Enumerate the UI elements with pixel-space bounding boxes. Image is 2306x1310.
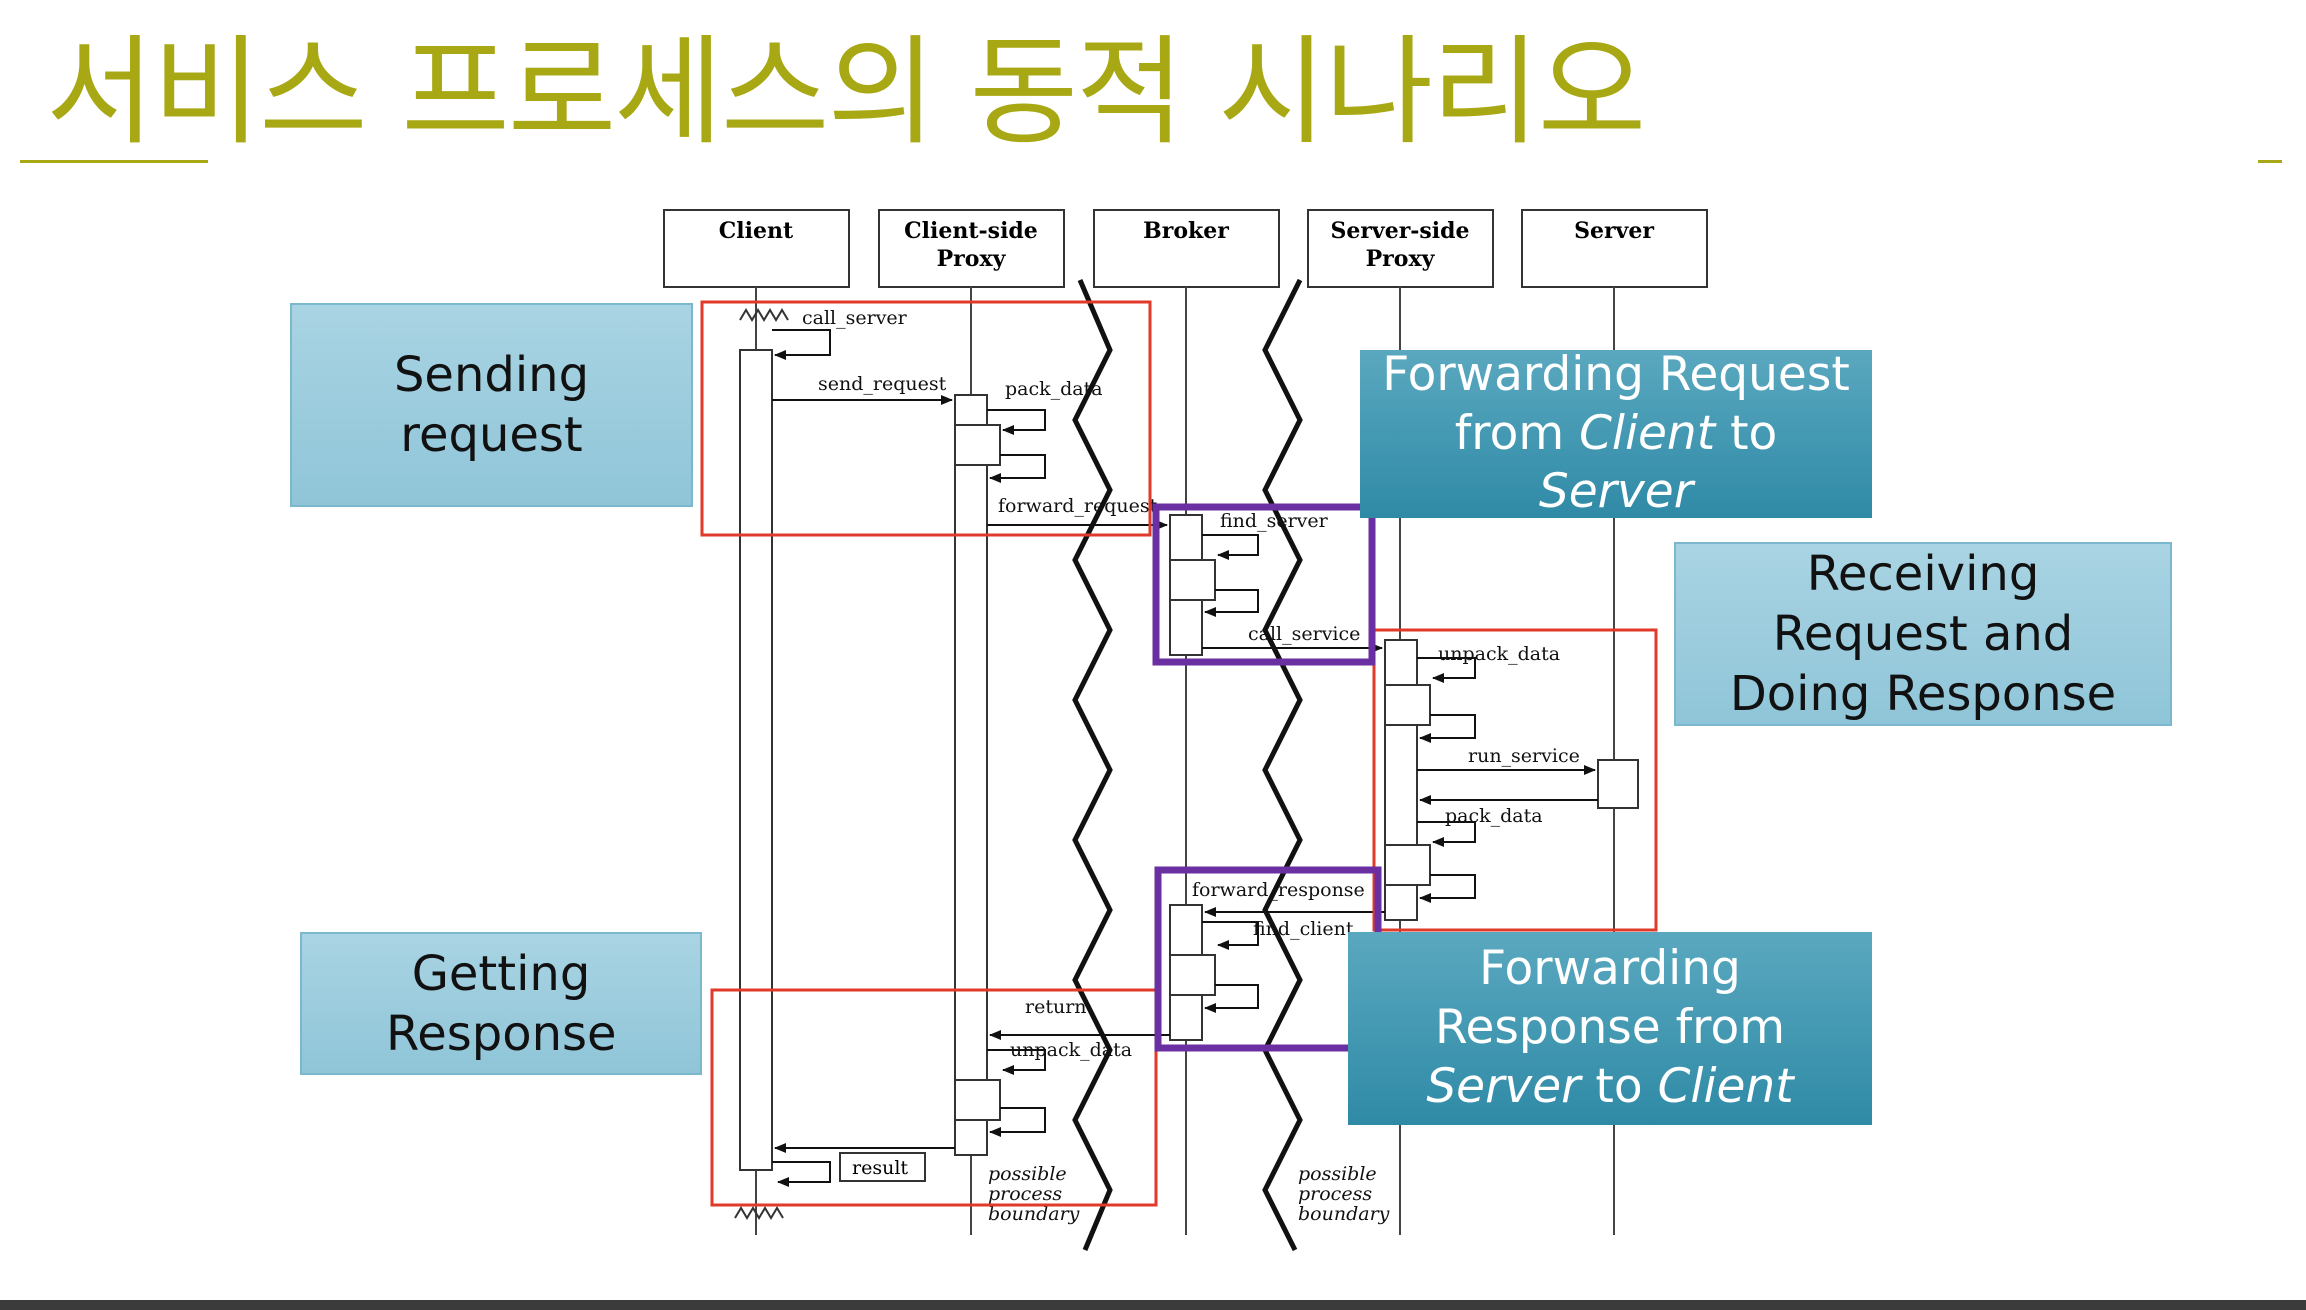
process-boundary-left [1072, 279, 1113, 1251]
forwarding-request-highlight [1152, 503, 1376, 666]
title-underline [20, 160, 208, 163]
svg-text:Proxy: Proxy [937, 246, 1007, 272]
svg-text:process: process [988, 1183, 1062, 1205]
svg-text:process: process [1298, 1183, 1372, 1205]
participant-label: Client-side [904, 218, 1038, 244]
msg-pack-data: pack_data [1005, 378, 1103, 400]
callout-forwarding-response: Forwarding Response from Server to Clien… [1348, 932, 1872, 1125]
msg-run-service: run_service [1468, 745, 1580, 767]
callout-receiving-request: Receiving Request and Doing Response [1674, 542, 2172, 726]
svg-text:boundary: boundary [988, 1203, 1080, 1225]
participant-label: Server [1574, 218, 1654, 244]
participant-server: Server [1521, 209, 1708, 288]
msg-forward-response: forward_response [1192, 879, 1365, 901]
svg-text:possible: possible [1298, 1163, 1377, 1185]
boundary-labels: possible process boundary possible proce… [988, 1163, 1390, 1225]
message-arrows [772, 329, 1598, 1187]
participant-broker: Broker [1093, 209, 1280, 288]
page-title: 서비스 프로세스의 동적 시나리오 [46, 23, 1646, 161]
msg-return: return [1025, 996, 1087, 1018]
participant-server-side-proxy: Server-side Proxy [1307, 209, 1494, 288]
participant-label: Broker [1143, 218, 1229, 244]
participant-label: Client [719, 218, 794, 244]
msg-send-request: send_request [818, 373, 947, 395]
msg-result: result [852, 1157, 908, 1179]
msg-call-server: call_server [802, 307, 908, 329]
bottom-bar [0, 1300, 2306, 1310]
msg-unpack-data-2: unpack_data [1010, 1039, 1132, 1061]
msg-call-service: call_service [1248, 623, 1360, 645]
activations [739, 349, 1639, 1171]
participant-client-side-proxy: Client-side Proxy [878, 209, 1065, 288]
msg-unpack-data: unpack_data [1438, 643, 1560, 665]
svg-text:boundary: boundary [1298, 1203, 1390, 1225]
callout-sending-request: Sending request [290, 303, 693, 507]
getting-response-highlight [710, 988, 1158, 1207]
process-boundary-right [1262, 278, 1303, 1252]
msg-pack-data-2: pack_data [1445, 805, 1543, 827]
receiving-highlight [1372, 628, 1658, 932]
sending-request-highlight [700, 300, 1152, 537]
corner-mark [2258, 160, 2282, 163]
participant-client: Client [663, 209, 850, 288]
svg-text:Proxy: Proxy [1366, 246, 1436, 272]
msg-forward-request: forward_request [998, 495, 1158, 517]
message-labels: call_server send_request pack_data forwa… [802, 307, 1580, 1061]
callout-getting-response: Getting Response [300, 932, 702, 1075]
msg-find-server: find_server [1220, 510, 1329, 532]
participant-label: Server-side [1330, 218, 1469, 244]
svg-text:possible: possible [988, 1163, 1067, 1185]
callout-forwarding-request: Forwarding Request from Client to Server [1360, 347, 1872, 519]
msg-find-client: find_client [1253, 918, 1354, 940]
